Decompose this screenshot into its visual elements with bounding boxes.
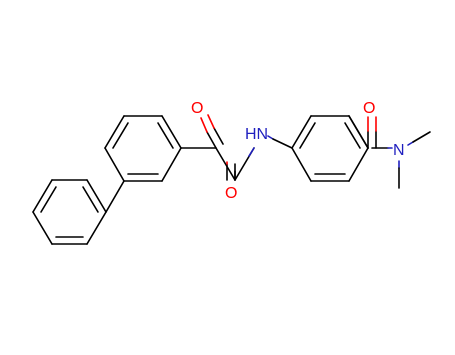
biaryl-bond (105, 180, 125, 213)
amide-oxygen-label: O (225, 185, 237, 202)
nh-aryl-bond (272, 138, 293, 149)
n-methyl-upper (412, 131, 431, 143)
keto-amide-bond (215, 147, 236, 181)
aryl-carboxamide-bond (348, 115, 369, 149)
nh-aryl-bond-n (267, 135, 274, 140)
central-aryl-ring (291, 115, 369, 182)
ketone-oxygen-label: O (191, 100, 203, 117)
carboxamide-carbonyl (367, 116, 377, 149)
terminal-phenyl-ring (32, 179, 107, 245)
n-methyl-upper-n (407, 141, 414, 146)
ketone-carbonyl (200, 114, 224, 149)
carboxamide-oxygen-label: O (363, 100, 375, 117)
amide-cn-bond-n (248, 147, 255, 157)
phenylene-ring (104, 115, 182, 182)
amide-nh-label: H​N (245, 126, 268, 143)
dimethyl-nitrogen-label: N (393, 142, 405, 159)
